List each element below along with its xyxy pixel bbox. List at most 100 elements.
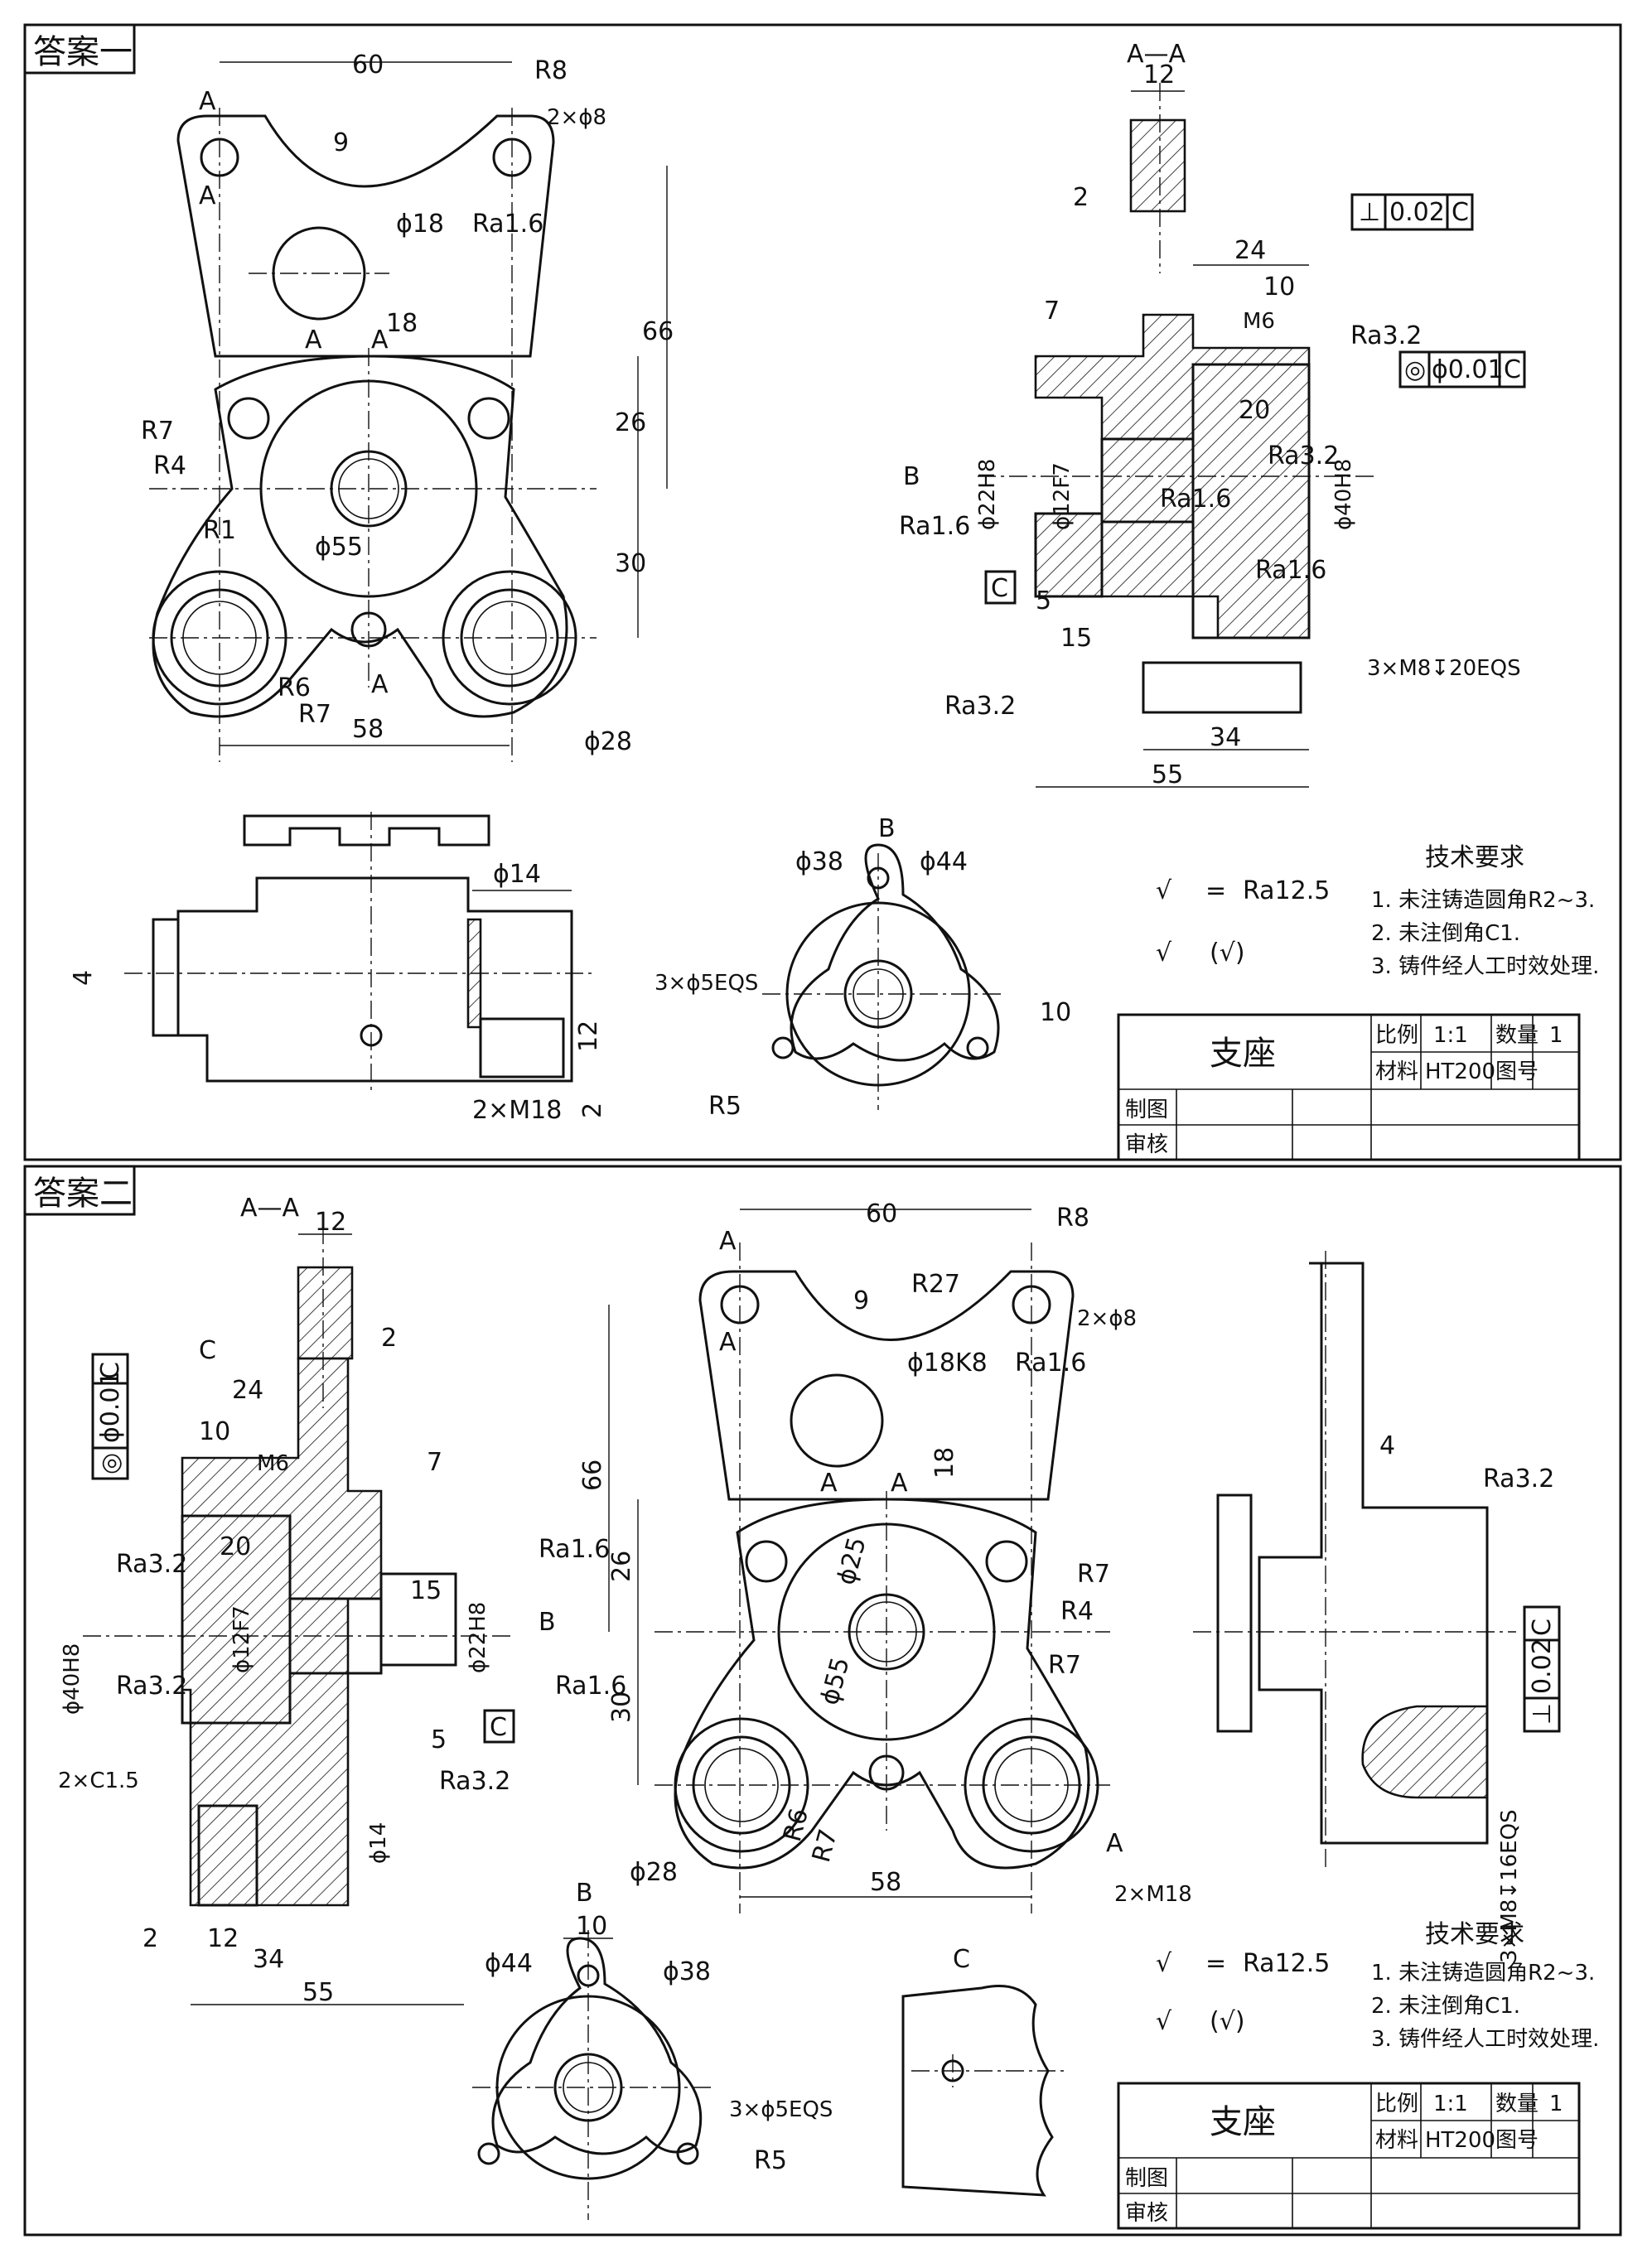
a2-dim-18: 18: [930, 1447, 959, 1479]
a2-sec-7: 7: [427, 1448, 442, 1477]
a2-sec-15: 15: [410, 1576, 442, 1605]
a2-sec-ra32a: Ra3.2: [116, 1550, 187, 1579]
a2-dim-r27: R27: [911, 1270, 960, 1299]
a1-dim-18: 18: [386, 309, 418, 338]
a1-title-block: 支座 比例 1:1 数量 1 材料 HT200 图号 制图 审核: [1117, 1013, 1581, 1161]
a2-sec-ra16b: Ra1.6: [555, 1672, 626, 1701]
a1-tb-scale: 1:1: [1433, 1023, 1468, 1048]
a1-bot-4: 4: [69, 970, 98, 986]
a2-mark-a2: A: [719, 1328, 737, 1357]
a2-view-c: C: [901, 1945, 1069, 2197]
a1-dim-d28: ϕ28: [584, 727, 632, 756]
a2-tb-scale-label: 比例: [1375, 2092, 1418, 2116]
a1-note-3: 3. 铸件经人工时效处理.: [1371, 954, 1599, 979]
a2-side-tol-value: 0.02: [1528, 1638, 1557, 1694]
a1-sec-12: 12: [1143, 60, 1175, 89]
a2-side-ra32: Ra3.2: [1483, 1465, 1554, 1494]
a1-dim-60: 60: [352, 51, 384, 80]
a1-dim-26: 26: [615, 408, 646, 437]
a2-sec-10: 10: [199, 1417, 230, 1446]
a2-dim-r6: R6: [778, 1805, 814, 1845]
a2-dim-30: 30: [607, 1691, 636, 1723]
a1-tb-scale-label: 比例: [1375, 1023, 1418, 1048]
a1-sec-34: 34: [1210, 723, 1241, 752]
a1-sec-d12f7: ϕ12F7: [1050, 462, 1075, 530]
a2-dim-58: 58: [870, 1868, 901, 1897]
a2-view-b: B 10 ϕ44 ϕ38 3×ϕ5EQS R5: [472, 1879, 833, 2220]
a2-viewc-title: C: [953, 1945, 970, 1974]
a1-bot-2xm18: 2×M18: [472, 1096, 562, 1125]
a1-note-2: 2. 未注倒角C1.: [1371, 921, 1520, 946]
a2-notes-title: 技术要求: [1425, 1920, 1524, 1949]
a2-note-1: 1. 未注铸造圆角R2~3.: [1371, 1961, 1595, 1986]
a2-tol-value: ϕ0.01: [96, 1371, 125, 1443]
a1-finish-other: (√): [1210, 939, 1245, 968]
a1-sec-m6: M6: [1243, 309, 1275, 334]
a2-sec-m6: M6: [257, 1451, 289, 1476]
a2-side-view: 4 Ra3.2 3×M8↧16EQS ⊥ 0.02 C: [1193, 1251, 1561, 1963]
a1-dim-30: 30: [615, 549, 646, 578]
a2-front-view: 60 R8 R27 9 2×ϕ8 ϕ18K8 Ra1.6 18 66 26 30…: [578, 1199, 1192, 1913]
a1-viewb-d38: ϕ38: [795, 847, 843, 876]
a2-tb-drawn-label: 制图: [1125, 2166, 1168, 2191]
a2-sec-b: B: [539, 1608, 556, 1637]
a2-sec-ra32c: Ra3.2: [439, 1767, 510, 1796]
a1-dim-r7: R7: [141, 417, 174, 446]
a1-sec-5: 5: [1036, 586, 1051, 615]
a1-sec-b: B: [903, 462, 920, 491]
a1-sec-15: 15: [1060, 624, 1092, 653]
a2-finish-eq-sign: =: [1205, 1949, 1226, 1978]
a1-tol1-datum: C: [1452, 198, 1469, 227]
a2-title-block: 支座 比例 1:1 数量 1 材料 HT200 图号 制图 审核: [1117, 2082, 1581, 2230]
a2-dim-r7a: R7: [1077, 1560, 1110, 1589]
a2-dim-26: 26: [607, 1551, 636, 1582]
a1-finish-eq-sign: =: [1205, 876, 1226, 905]
a1-sec-d40h8: ϕ40H8: [1331, 459, 1356, 530]
a2-tb-name: 支座: [1210, 2103, 1276, 2141]
a2-dim-9: 9: [853, 1286, 869, 1315]
a1-front-mark-a1: A: [199, 87, 216, 116]
a2-sec-55: 55: [302, 1978, 334, 2007]
a1-sec-55: 55: [1152, 760, 1183, 789]
a1-dim-r8: R8: [534, 56, 568, 85]
a1-tb-drawing-no-label: 图号: [1495, 1059, 1538, 1084]
a1-tb-checked-label: 审核: [1125, 1132, 1168, 1157]
a2-tb-qty: 1: [1549, 2092, 1563, 2116]
a1-tb-qty-label: 数量: [1495, 1023, 1538, 1048]
a1-ra16: Ra1.6: [472, 210, 543, 239]
a2-sec-chamfer: 2×C1.5: [58, 1769, 139, 1793]
a2-viewb-d38: ϕ38: [663, 1957, 711, 1986]
a1-bot-2: 2: [578, 1103, 607, 1118]
a2-tol-symbol: ◎: [96, 1453, 125, 1474]
a1-tb-name: 支座: [1210, 1035, 1276, 1073]
a2-viewb-holes: 3×ϕ5EQS: [729, 2097, 833, 2122]
a1-sec-24: 24: [1234, 236, 1266, 265]
a2-dim-2xm18: 2×M18: [1114, 1882, 1192, 1907]
a2-sec-2b: 2: [142, 1924, 158, 1953]
a1-note-1: 1. 未注铸造圆角R2~3.: [1371, 888, 1595, 913]
a2-tb-qty-label: 数量: [1495, 2092, 1538, 2116]
a2-sec-d12f7: ϕ12F7: [229, 1605, 254, 1673]
a2-finish-v2: √: [1156, 2007, 1172, 2036]
a2-tech-notes: √ = Ra12.5 √ (√) 技术要求 1. 未注铸造圆角R2~3. 2. …: [1156, 1920, 1599, 2052]
a2-dim-r4: R4: [1060, 1597, 1094, 1626]
a2-note-3: 3. 铸件经人工时效处理.: [1371, 2027, 1599, 2052]
a2-sec-ra32b: Ra3.2: [116, 1672, 187, 1701]
a1-tb-material-label: 材料: [1375, 1059, 1418, 1084]
a1-sec-ra32c: Ra3.2: [944, 692, 1016, 721]
answer1-label: 答案一: [33, 33, 133, 71]
a1-dim-r7b: R7: [298, 700, 331, 729]
a2-viewb-10: 10: [576, 1912, 607, 1941]
a2-sec-d40h8: ϕ40H8: [60, 1643, 85, 1715]
a2-dim-ra16: Ra1.6: [1015, 1349, 1086, 1378]
a2-mark-a1: A: [719, 1227, 737, 1256]
a1-sec-10: 10: [1263, 273, 1295, 302]
a1-front-view: A A A A A 60 R8 2×ϕ8 9 ϕ18 Ra1.6 18 66 2…: [141, 51, 674, 762]
a1-sec-ra16a: Ra1.6: [899, 512, 970, 541]
a2-dim-2x8: 2×ϕ8: [1077, 1306, 1137, 1331]
a2-sec-34: 34: [253, 1945, 284, 1974]
a1-tol2-value: ϕ0.01: [1432, 355, 1504, 384]
a2-side-thread: 3×M8↧16EQS: [1497, 1809, 1522, 1963]
a1-sec-c: C: [991, 574, 1008, 603]
